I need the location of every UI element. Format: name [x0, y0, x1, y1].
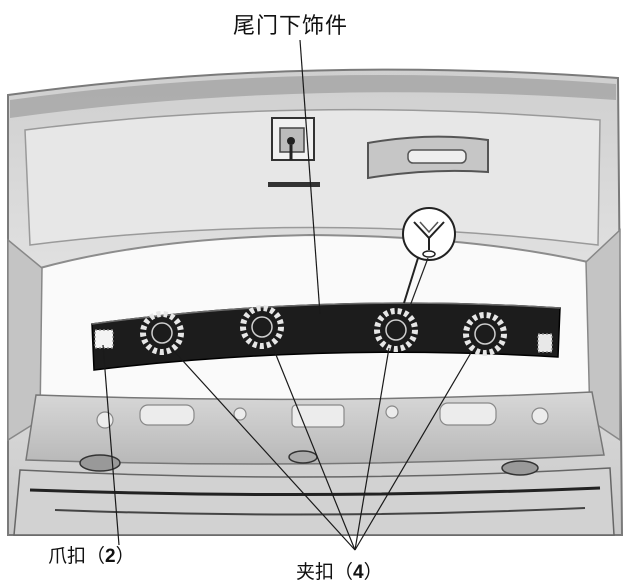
clip-close-paren: ） [363, 561, 383, 583]
bottom-frame [29, 486, 601, 497]
lower-fixtures [79, 450, 539, 476]
tailgate-top-rim [10, 75, 616, 118]
claw-clip-open-paren: （ [86, 545, 106, 567]
clip-4 [463, 312, 507, 356]
clip-qty: 4 [353, 562, 364, 583]
leader-clip-4 [354, 350, 473, 551]
latch-slot [268, 182, 320, 187]
clip-1 [140, 311, 184, 355]
claw-clip-name: 爪扣 [48, 545, 87, 567]
leader-clip-3 [354, 347, 390, 551]
clip-2 [240, 305, 284, 349]
claw-clip-label: 爪扣（2） [48, 541, 135, 568]
handle-recess [367, 135, 489, 180]
claw-clip-qty: 2 [105, 546, 116, 567]
clip-detail-callout [402, 207, 456, 307]
leader-part-name [299, 39, 321, 315]
lower-panel-cutouts [96, 402, 549, 429]
bottom-frame-inner [54, 507, 586, 516]
clip-label: 夹扣（4） [296, 557, 383, 584]
claw-clip-left [94, 329, 114, 349]
leader-clip-1 [172, 349, 356, 551]
clip-3 [374, 308, 418, 352]
part-name-label: 尾门下饰件 [233, 14, 349, 39]
claw-clip-right [537, 333, 553, 353]
leader-clip-2 [271, 344, 356, 551]
claw-clip-close-paren: ） [115, 545, 135, 567]
leader-lines [102, 39, 473, 551]
bottom-seal [13, 467, 615, 536]
leader-claw [102, 344, 120, 546]
clip-name: 夹扣 [296, 561, 335, 583]
clip-open-paren: （ [334, 561, 354, 583]
